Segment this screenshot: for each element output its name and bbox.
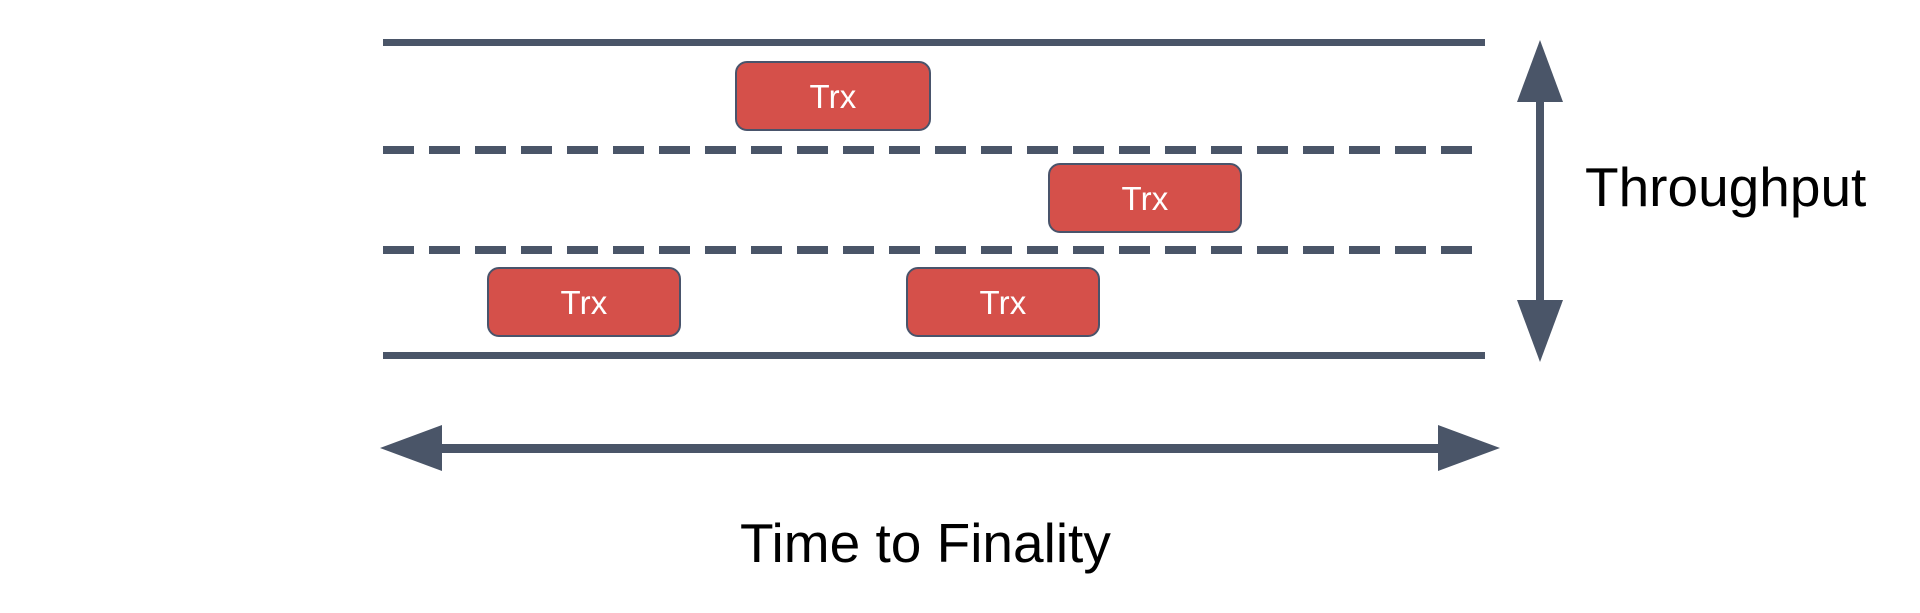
- time-to-finality-axis-label: Time to Finality: [740, 512, 1111, 574]
- lane-line-top: [383, 39, 1485, 46]
- lane-line-bottom: [383, 352, 1485, 359]
- transaction-block: Trx: [735, 61, 931, 131]
- transaction-block: Trx: [487, 267, 681, 337]
- transaction-block-label: Trx: [1121, 179, 1169, 217]
- transaction-block-label: Trx: [560, 283, 608, 321]
- transaction-block: Trx: [906, 267, 1100, 337]
- lane-line-dashed-2: [383, 246, 1485, 254]
- transaction-block-label: Trx: [979, 283, 1027, 321]
- throughput-double-arrow-icon: [1517, 40, 1563, 362]
- transaction-block-label: Trx: [809, 77, 857, 115]
- transaction-block: Trx: [1048, 163, 1242, 233]
- time-to-finality-double-arrow-icon: [380, 425, 1500, 471]
- lane-line-dashed-1: [383, 146, 1485, 154]
- throughput-axis-label: Throughput: [1585, 156, 1867, 218]
